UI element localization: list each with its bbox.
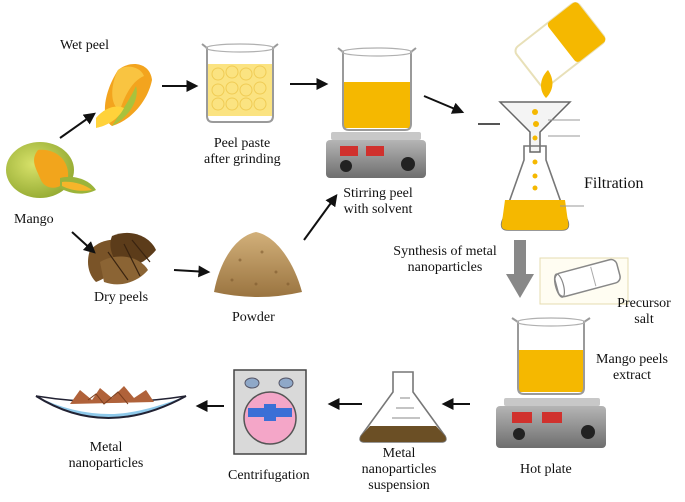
arrow-powder-to-stirring bbox=[303, 194, 338, 241]
stirring-beaker-icon bbox=[337, 47, 417, 131]
hotplate-icon bbox=[496, 398, 606, 448]
arrow-stirring-to-filtration bbox=[423, 95, 465, 114]
precursor-tube-icon bbox=[539, 257, 629, 305]
label-mango: Mango bbox=[14, 212, 54, 227]
label-filtration: Filtration bbox=[584, 175, 644, 192]
arrow-dry-peels-to-powder bbox=[173, 265, 211, 278]
label-precursor: Precursor salt bbox=[617, 296, 671, 327]
petri-dish-icon bbox=[35, 386, 187, 419]
label-powder: Powder bbox=[232, 310, 275, 325]
label-extract: Mango peels extract bbox=[596, 352, 668, 383]
tilted-beaker-icon bbox=[514, 2, 606, 98]
powder-pile-icon bbox=[214, 232, 302, 297]
label-suspension: Metal nanoparticles suspension bbox=[361, 446, 437, 493]
label-synthesis: Synthesis of metal nanoparticles bbox=[393, 244, 497, 275]
erlenmeyer-flask-icon bbox=[359, 371, 447, 443]
flow-arrow-icon bbox=[506, 240, 534, 298]
extract-beaker-icon bbox=[511, 317, 591, 395]
label-dry-peels: Dry peels bbox=[94, 290, 149, 305]
arrow-mango-to-wet-peel bbox=[59, 112, 96, 139]
arrow-mango-to-dry-peels bbox=[71, 231, 96, 254]
label-metal-nanoparticles: Metal nanoparticles bbox=[68, 440, 144, 471]
dry-peels-icon bbox=[88, 232, 156, 285]
wet-peel-icon bbox=[96, 64, 152, 128]
funnel-flask-icon bbox=[478, 101, 584, 231]
label-hot-plate: Hot plate bbox=[520, 462, 572, 477]
label-stirring: Stirring peel with solvent bbox=[343, 186, 413, 217]
hotplate-icon bbox=[326, 132, 426, 178]
process-arrows bbox=[59, 78, 470, 412]
label-wet-peel: Wet peel bbox=[60, 38, 110, 53]
mango-icon bbox=[6, 142, 96, 198]
label-centrifugation: Centrifugation bbox=[228, 468, 310, 483]
centrifuge-icon bbox=[233, 369, 307, 455]
label-peel-paste: Peel paste after grinding bbox=[204, 136, 281, 167]
paste-beaker-icon bbox=[201, 43, 279, 123]
